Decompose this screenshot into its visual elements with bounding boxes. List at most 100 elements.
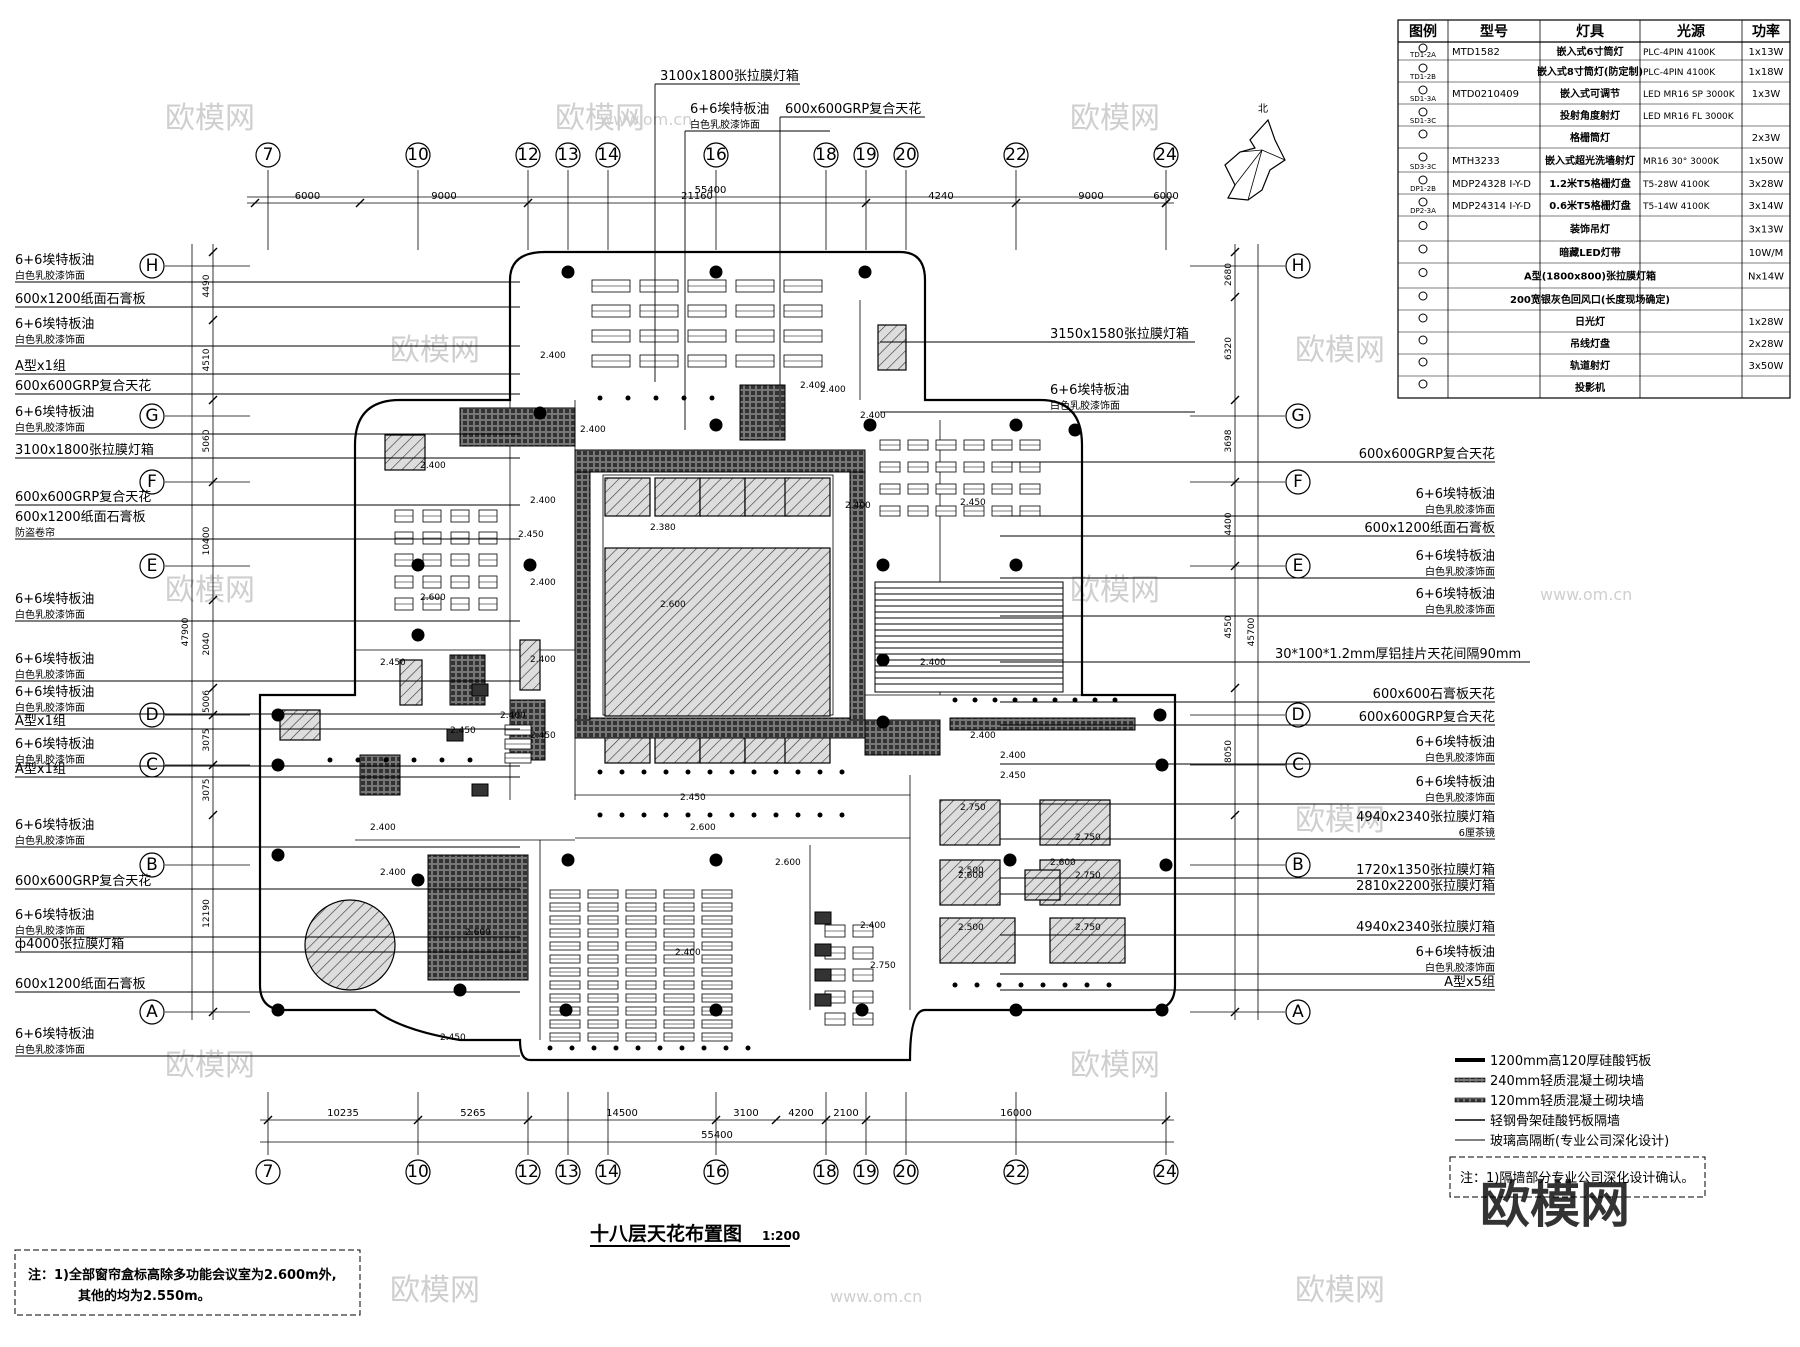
note-left-line2: 其他的均为2.550m。 bbox=[78, 1288, 211, 1304]
dim-tick bbox=[861, 198, 871, 208]
legend-header: 功率 bbox=[1752, 23, 1780, 40]
dim-value: 4490 bbox=[202, 274, 212, 297]
spotlight bbox=[1072, 697, 1078, 703]
dim-tick bbox=[1230, 292, 1240, 302]
legend-power: Nx14W bbox=[1748, 272, 1784, 283]
ceiling-height-mark: 2.400 bbox=[530, 496, 556, 506]
axis-bubble bbox=[1285, 999, 1311, 1025]
spotlight bbox=[1106, 982, 1112, 988]
spotlight bbox=[411, 757, 417, 763]
axis-bubble bbox=[555, 142, 581, 168]
ceiling-height-mark: 2.600 bbox=[465, 928, 491, 938]
axis-label-right: B bbox=[1292, 855, 1304, 875]
axis-bubble bbox=[853, 1159, 879, 1185]
dim-tick bbox=[1230, 477, 1240, 487]
callout-left-line1: 6+6埃特板油 bbox=[15, 253, 94, 268]
legend-source: T5-28W 4100K bbox=[1642, 180, 1711, 190]
legend-frame bbox=[1397, 19, 1791, 399]
spotlight bbox=[992, 697, 998, 703]
callout-right-line1: 6+6埃特板油 bbox=[1416, 587, 1495, 602]
callout-left-line2: 白色乳胶漆饰面 bbox=[15, 333, 85, 346]
ceiling-height-mark: 2.450 bbox=[1000, 771, 1026, 781]
dim-tick bbox=[208, 810, 218, 820]
legend-header: 图例 bbox=[1409, 23, 1437, 40]
dim-value: 16000 bbox=[1000, 1108, 1032, 1119]
legend-header: 灯具 bbox=[1576, 23, 1604, 40]
callout-left-line1: 6+6埃特板油 bbox=[15, 592, 94, 607]
spotlight bbox=[685, 769, 691, 775]
spotlight bbox=[795, 769, 801, 775]
ceiling-height-mark: 2.380 bbox=[650, 523, 676, 533]
material-callouts: 6+6埃特板油白色乳胶漆饰面600x1200纸面石膏板6+6埃特板油白色乳胶漆饰… bbox=[15, 68, 1530, 1057]
spotlight bbox=[355, 757, 361, 763]
legend-source: PLC-4PIN 4100K bbox=[1643, 48, 1716, 58]
dim-value: 4510 bbox=[202, 348, 212, 371]
legend-fixture: 200宽银灰色回风口(长度现场确定) bbox=[1510, 293, 1670, 306]
spotlight bbox=[1052, 697, 1058, 703]
dim-total: 55400 bbox=[695, 185, 727, 196]
axis-label-left: C bbox=[146, 755, 158, 775]
legend-symbol-code: DP1-2B bbox=[1410, 185, 1436, 193]
north-arrow: 北 bbox=[1224, 103, 1286, 201]
ceiling-heights: 2.4002.4002.3802.4002.4002.4002.4502.400… bbox=[370, 351, 1101, 1043]
axis-bubble bbox=[255, 142, 281, 168]
spotlight bbox=[745, 1045, 751, 1051]
downlight bbox=[876, 558, 890, 572]
axis-bubble bbox=[139, 253, 165, 279]
callout-left-line1: 600x1200纸面石膏板 bbox=[15, 291, 146, 307]
spotlight bbox=[1084, 982, 1090, 988]
callout-left-line1: 6+6埃特板油 bbox=[15, 908, 94, 923]
dim-tick bbox=[1230, 561, 1240, 571]
spotlight bbox=[709, 395, 715, 401]
dim-tick bbox=[1230, 1007, 1240, 1017]
ceiling-height-mark: 2.400 bbox=[530, 655, 556, 665]
dim-tick bbox=[355, 198, 365, 208]
spotlight bbox=[773, 769, 779, 775]
callout-left-line1: 600x600GRP复合天花 bbox=[15, 378, 151, 394]
dim-total: 45700 bbox=[1247, 617, 1257, 646]
wall-legend-item: 240mm轻质混凝土砌块墙 bbox=[1490, 1073, 1644, 1089]
ceiling-height-mark: 2.500 bbox=[958, 866, 984, 876]
legend-symbol-icon bbox=[1418, 335, 1428, 345]
legend-fixture: 嵌入式8寸筒灯(防定制) bbox=[1537, 65, 1643, 78]
ceiling-height-mark: 2.500 bbox=[958, 923, 984, 933]
dim-tick bbox=[821, 1115, 831, 1125]
downlight bbox=[411, 558, 425, 572]
legend-fixture: 日光灯 bbox=[1575, 315, 1605, 328]
spotlight bbox=[1062, 982, 1068, 988]
ceiling-height-mark: 2.400 bbox=[380, 868, 406, 878]
downlight bbox=[561, 853, 575, 867]
spotlight bbox=[723, 1045, 729, 1051]
dim-value: 6000 bbox=[1153, 191, 1178, 202]
axis-label-top: 12 bbox=[517, 145, 539, 165]
downlight bbox=[709, 265, 723, 279]
drawing-title: 十八层天花布置图 bbox=[590, 1222, 742, 1245]
legend-fixture: 装饰吊灯 bbox=[1569, 223, 1610, 236]
spotlight bbox=[972, 697, 978, 703]
axis-label-right: H bbox=[1292, 256, 1305, 276]
callout-left-line1: 6+6埃特板油 bbox=[15, 1027, 94, 1042]
axis-label-bottom: 12 bbox=[517, 1162, 539, 1182]
downlight bbox=[1153, 708, 1167, 722]
callout-right-line2: 白色乳胶漆饰面 bbox=[1050, 399, 1120, 412]
spotlight bbox=[635, 1045, 641, 1051]
axis-label-top: 19 bbox=[855, 145, 877, 165]
dim-tick bbox=[771, 1115, 781, 1125]
note-left: 注：1)全部窗帘盒标高除多功能会议室为2.600m外, 其他的均为2.550m。 bbox=[14, 1249, 361, 1316]
note-left-line1: 注：1)全部窗帘盒标高除多功能会议室为2.600m外, bbox=[28, 1267, 337, 1283]
axis-label-top: 7 bbox=[263, 145, 274, 165]
downlight bbox=[453, 983, 467, 997]
axis-label-right: D bbox=[1291, 705, 1304, 725]
axis-bubble bbox=[1285, 469, 1311, 495]
callout-left-line2: 白色乳胶漆饰面 bbox=[15, 924, 85, 937]
downlight bbox=[709, 418, 723, 432]
spotlight bbox=[663, 769, 669, 775]
downlight bbox=[858, 265, 872, 279]
legend-power: 2x3W bbox=[1752, 133, 1781, 144]
spotlight bbox=[952, 697, 958, 703]
dim-value: 21160 bbox=[681, 191, 713, 202]
downlight bbox=[533, 406, 547, 420]
spotlight bbox=[701, 1045, 707, 1051]
dim-value: 10235 bbox=[327, 1108, 359, 1119]
dim-value: 5060 bbox=[202, 429, 212, 452]
